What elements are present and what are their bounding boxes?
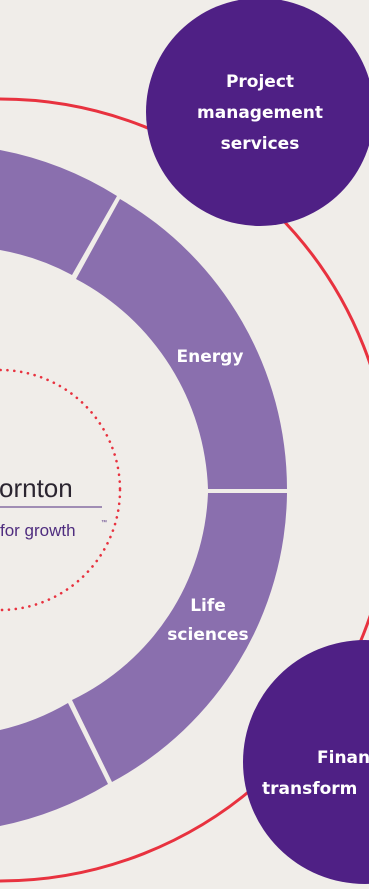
brand-name: ornton — [0, 473, 73, 503]
service-label-line-1: Finan — [317, 748, 369, 768]
service-bubble-icon — [243, 640, 369, 884]
service-label-line-2: management — [197, 103, 323, 123]
service-label-line-3: services — [221, 134, 300, 154]
ring-segment-bottom — [0, 703, 108, 826]
segment-label-energy: Energy — [177, 347, 244, 367]
brand-trademark: ™ — [101, 519, 107, 526]
service-bubble-icon — [146, 0, 369, 226]
industry-ring — [0, 150, 287, 826]
brand-logo: ornton for growth ™ — [0, 473, 107, 540]
segment-label-sciences: sciences — [167, 625, 248, 645]
service-label-line-1: Project — [226, 72, 294, 92]
service-label-line-2: transform — [262, 779, 357, 799]
ring-segment-energy — [76, 199, 287, 489]
ring-segment-top — [0, 150, 117, 275]
service-bubble-finance: Finan transform — [243, 640, 369, 884]
ring-segment-life-sciences — [72, 493, 287, 782]
dotted-logo-circle — [0, 368, 122, 612]
brand-tagline: for growth — [0, 521, 76, 540]
service-bubble-project-management: Project management services — [146, 0, 369, 226]
segment-label-life: Life — [190, 596, 226, 616]
